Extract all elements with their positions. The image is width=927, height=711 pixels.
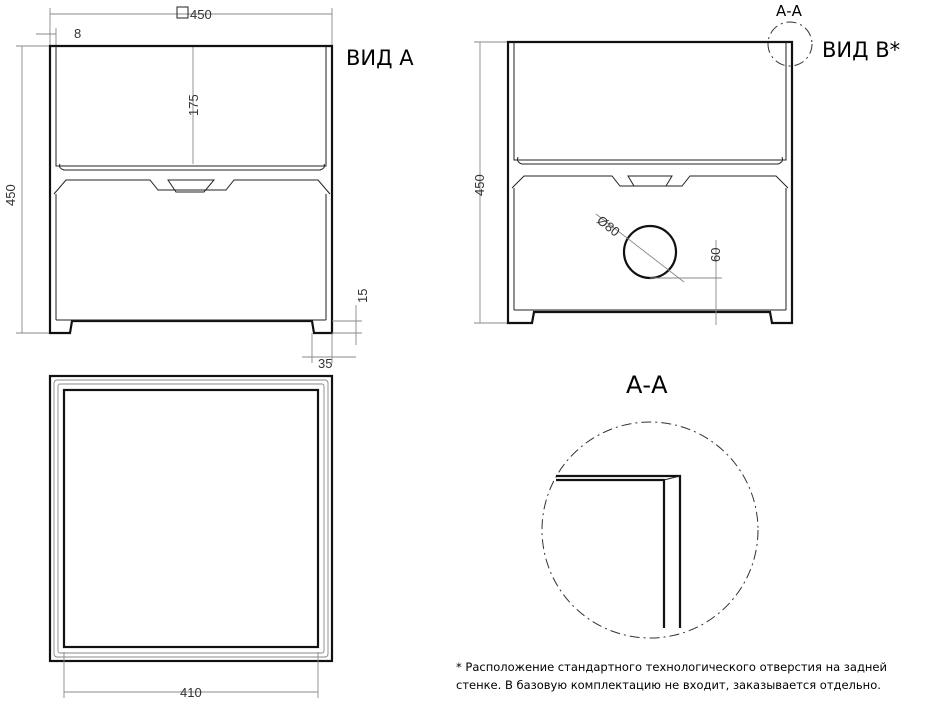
- dim-height-right: 450: [472, 174, 487, 196]
- dim-top-width: 450: [190, 7, 212, 22]
- plan-view-drawing: [48, 374, 334, 698]
- note-line-2: стенке. В базовую комплектацию не входит…: [456, 678, 881, 692]
- dim-hole-diameter: Ø80: [594, 213, 623, 240]
- dim-base-offset: 35: [318, 356, 332, 371]
- view-a-drawing: [16, 6, 362, 363]
- view-b-drawing: [474, 21, 813, 325]
- dim-height-left: 450: [3, 184, 18, 206]
- view-a-label: ВИД А: [346, 46, 414, 70]
- dim-base-height: 15: [355, 289, 370, 303]
- view-b-label: ВИД В*: [822, 38, 900, 62]
- dim-hole-height: 60: [708, 248, 723, 262]
- dim-inner-width: 410: [180, 685, 202, 700]
- section-title: А-А: [626, 371, 668, 399]
- section-detail-drawing: [541, 421, 759, 639]
- note-line-1: * Расположение стандартного технологичес…: [456, 660, 887, 674]
- dim-depth: 175: [186, 94, 201, 116]
- dim-wall: 8: [74, 26, 81, 41]
- section-mark-label: А-А: [776, 2, 803, 20]
